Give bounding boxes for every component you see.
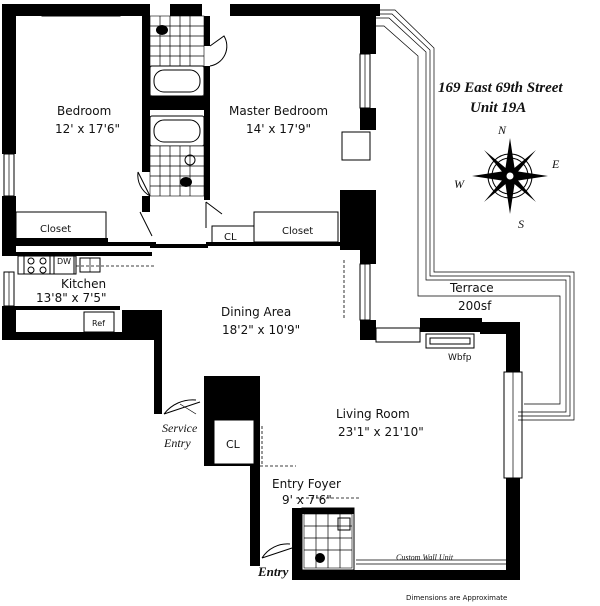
room-bedroom-name: Bedroom — [57, 104, 111, 118]
service-entry-line1: Service — [162, 421, 198, 435]
fireplace — [425, 333, 475, 349]
terrace-railing — [376, 9, 575, 421]
room-bedroom-dims: 12' x 17'6" — [55, 122, 120, 136]
room-foyer-name: Entry Foyer — [272, 477, 341, 491]
door-swings — [137, 35, 293, 559]
room-dining-name: Dining Area — [221, 305, 291, 319]
room-foyer-dims: 9' x 7'6" — [282, 493, 332, 507]
room-kitchen-name: Kitchen — [61, 277, 106, 291]
guide-lines — [260, 260, 360, 499]
room-terrace-name: Terrace — [449, 281, 494, 295]
closet-right-label: Closet — [282, 226, 313, 237]
compass-w: W — [454, 177, 465, 191]
room-master-bedroom-name: Master Bedroom — [229, 104, 328, 118]
compass-s: S — [518, 217, 524, 231]
windows — [3, 9, 523, 479]
room-kitchen-dims: 13'8" x 7'5" — [36, 291, 107, 305]
bathroom-fixtures — [149, 15, 353, 569]
room-master-bedroom-dims: 14' x 17'9" — [246, 122, 311, 136]
wbfp-label: Wbfp — [448, 353, 472, 363]
room-living-name: Living Room — [336, 407, 410, 421]
room-terrace-dims: 200sf — [458, 299, 492, 313]
address-title: 169 East 69th Street — [438, 80, 563, 96]
service-entry-line2: Entry — [163, 436, 191, 450]
room-dining-dims: 18'2" x 10'9" — [222, 323, 300, 337]
dw-label: DW — [57, 257, 71, 266]
cl-small-label: CL — [224, 232, 237, 243]
entry-label: Entry — [257, 564, 289, 579]
compass-rose: N E S W — [454, 123, 560, 231]
compass-n: N — [497, 123, 507, 137]
custom-wall-unit-label: Custom Wall Unit — [396, 553, 454, 562]
refrigerator-label: Ref — [92, 319, 105, 328]
cl-foyer-label: CL — [226, 438, 241, 451]
interior-walls — [2, 4, 356, 571]
unit-title: Unit 19A — [470, 100, 526, 116]
exterior-walls — [2, 4, 520, 580]
compass-e: E — [551, 157, 560, 171]
room-living-dims: 23'1" x 21'10" — [338, 425, 424, 439]
disclaimer-text: Dimensions are Approximate — [406, 594, 507, 602]
custom-wall-unit-outline — [356, 559, 506, 565]
closet-left-label: Closet — [40, 224, 71, 235]
